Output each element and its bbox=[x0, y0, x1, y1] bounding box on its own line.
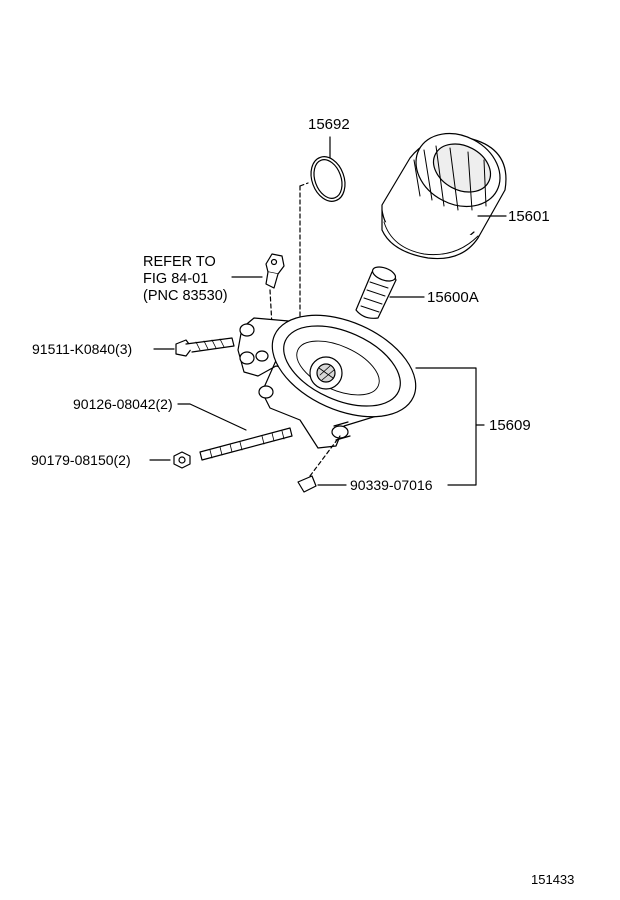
pressure-sensor-part bbox=[265, 253, 285, 289]
pin-part bbox=[297, 475, 317, 493]
o-ring-part bbox=[310, 156, 346, 202]
reference-note-line1: REFER TO bbox=[143, 254, 216, 270]
leader-stud-bolt bbox=[177, 403, 247, 431]
label-union: 15600A bbox=[427, 289, 479, 306]
union-part bbox=[355, 266, 397, 319]
reference-note-line3: (PNC 83530) bbox=[143, 288, 228, 304]
reference-note: REFER TO FIG 84-01 (PNC 83530) bbox=[143, 254, 228, 305]
figure-number: 151433 bbox=[531, 872, 575, 887]
label-oil-filter: 15601 bbox=[508, 208, 550, 225]
oil-filter-part bbox=[381, 132, 507, 260]
label-bolt: 91511-K0840(3) bbox=[32, 341, 133, 357]
label-stud-bolt: 90126-08042(2) bbox=[73, 396, 173, 412]
filter-bracket-part bbox=[237, 314, 417, 449]
label-pin: 90339-07016 bbox=[350, 477, 433, 493]
label-o-ring: 15692 bbox=[308, 116, 350, 133]
leader-filter-bracket bbox=[415, 367, 477, 486]
stud-bolt-part bbox=[199, 427, 293, 461]
reference-note-line2: FIG 84-01 bbox=[143, 271, 209, 287]
nut-part bbox=[173, 451, 191, 469]
label-nut: 90179-08150(2) bbox=[31, 452, 131, 468]
label-filter-bracket: 15609 bbox=[489, 417, 531, 434]
bolt-part bbox=[175, 337, 235, 357]
